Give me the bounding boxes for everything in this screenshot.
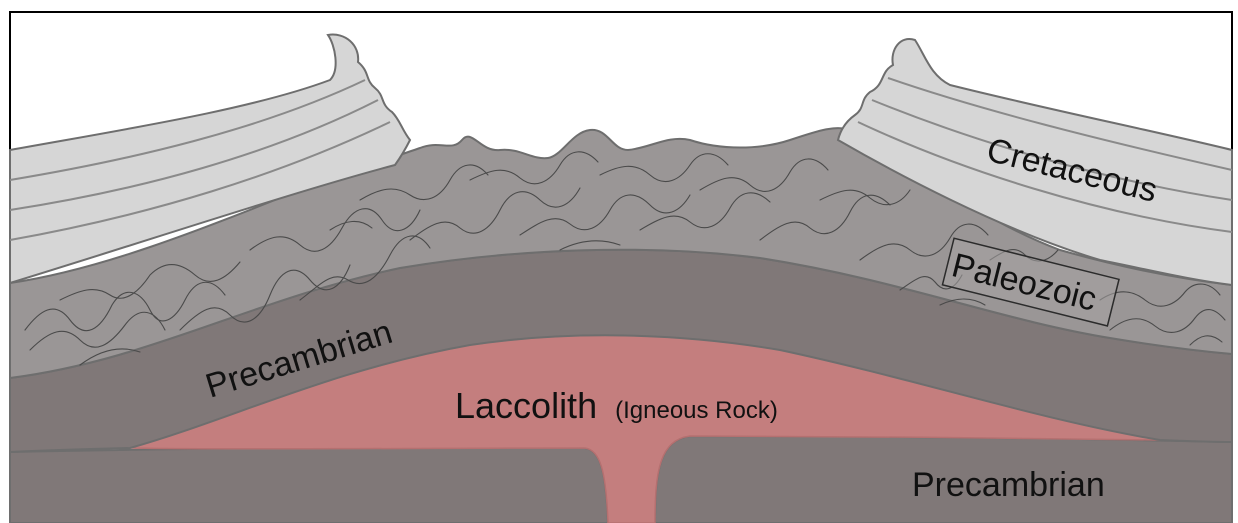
precambrian-lower-label: Precambrian [912, 466, 1105, 504]
laccolith-sub-label: (Igneous Rock) [615, 397, 778, 424]
precambrian-basement-left [10, 447, 608, 523]
laccolith-main-label: Laccolith [455, 385, 597, 426]
